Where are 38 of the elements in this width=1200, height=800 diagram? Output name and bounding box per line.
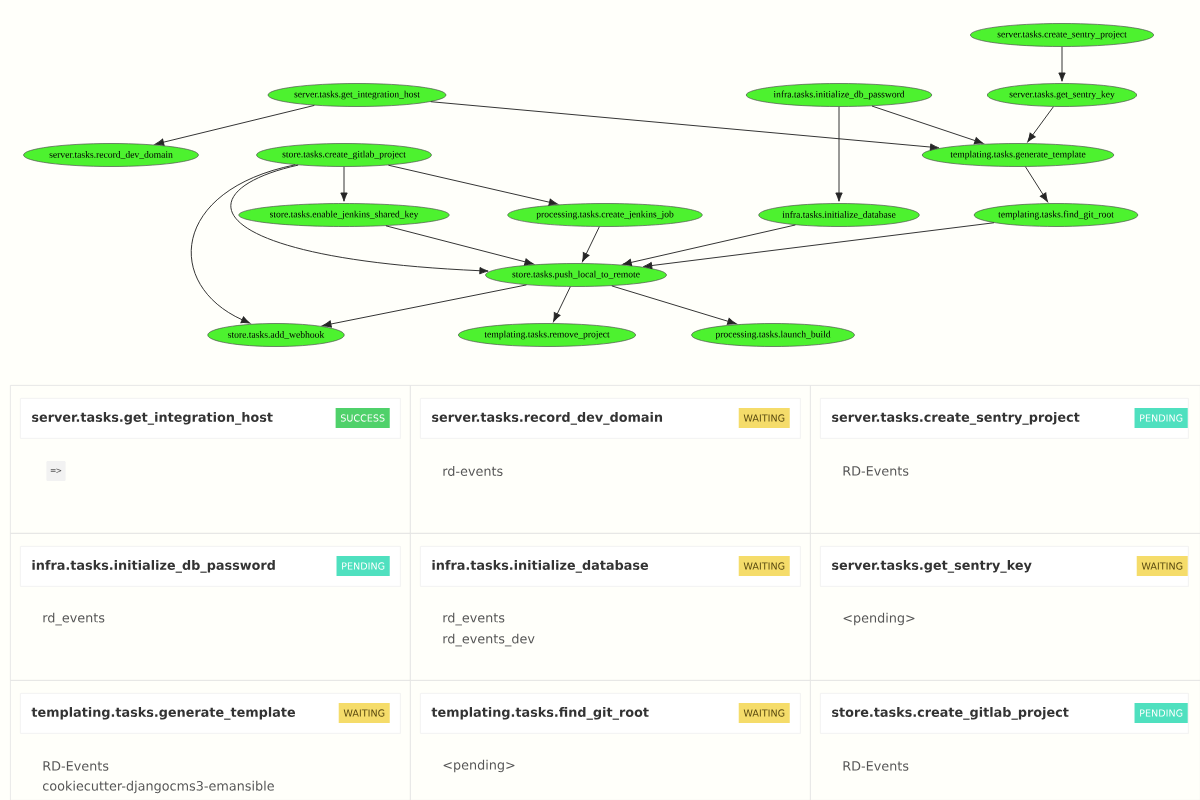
- code-chip: =>: [46, 461, 66, 481]
- status-badge: SUCCESS: [335, 408, 390, 428]
- arrow: [871, 105, 984, 145]
- arrow: [835, 106, 843, 202]
- arrow: [387, 164, 559, 206]
- arrow: [154, 104, 315, 146]
- arrow: [622, 224, 796, 267]
- result-text: RD-Events: [843, 466, 909, 476]
- arrow: [553, 286, 571, 322]
- status-badge: WAITING: [1136, 556, 1188, 576]
- arrow: [611, 285, 737, 325]
- arrow: [1027, 106, 1054, 143]
- result-text: RD-Events: [843, 761, 909, 771]
- arrow: [582, 226, 600, 262]
- result-text: rd-events: [443, 466, 503, 476]
- status-badge: WAITING: [738, 408, 790, 428]
- arrow: [643, 222, 995, 270]
- arrow: [190, 164, 296, 324]
- status-badge: PENDING: [1134, 408, 1188, 428]
- result-text: rd_events_dev: [443, 633, 535, 647]
- result-text: RD-Events: [43, 761, 109, 771]
- status-badge: WAITING: [738, 556, 790, 576]
- status-badge: WAITING: [738, 703, 790, 723]
- result-text: rd_events: [443, 612, 505, 626]
- result-text: cookiecutter-djangocms3-emansible: [43, 780, 274, 794]
- arrow: [340, 166, 348, 202]
- arrow: [385, 225, 534, 266]
- status-badge: PENDING: [336, 556, 390, 576]
- status-badge: WAITING: [338, 703, 390, 723]
- result-text: rd_events: [43, 612, 105, 626]
- arrow: [1025, 166, 1048, 203]
- arrow: [231, 164, 489, 275]
- arrow: [430, 101, 940, 151]
- result-text: <pending>: [443, 759, 515, 773]
- arrow: [1058, 46, 1066, 82]
- status-badge: PENDING: [1134, 703, 1188, 723]
- arrow: [322, 284, 527, 328]
- result-text: <pending>: [843, 612, 915, 626]
